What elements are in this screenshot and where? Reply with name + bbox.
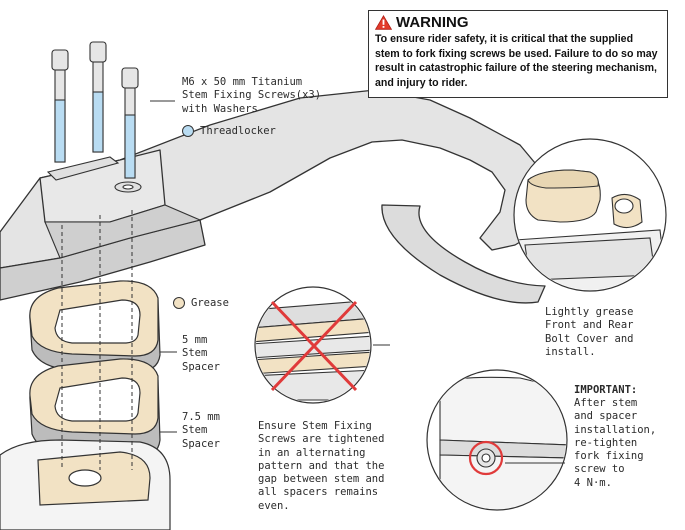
warning-title: WARNING [396,14,469,31]
bolt-cover-detail [513,138,667,292]
grease-cover-note: Lightly grease Front and Rear Bolt Cover… [545,306,634,358]
important-title: IMPORTANT: [574,384,638,396]
fork-crown [0,439,171,530]
handlebar-stem [0,89,553,304]
retighten-detail [426,369,568,511]
grease-swatch [173,297,185,309]
threadlocker-legend: Threadlocker [182,125,276,137]
screws-label: M6 x 50 mm Titanium Stem Fixing Screws(x… [182,76,322,115]
warning-box: WARNING To ensure rider safety, it is cr… [368,10,668,98]
warning-text: To ensure rider safety, it is critical t… [375,33,658,89]
spacer-5mm [29,280,161,373]
tighten-note: Ensure Stem Fixing Screws are tightened … [258,420,385,512]
important-note: After stem and spacer installation, re-t… [574,397,657,489]
grease-label: Grease [191,297,229,309]
fixing-screws [51,41,139,179]
warning-triangle-icon [375,15,392,30]
washers [46,156,142,193]
grease-legend: Grease [173,297,229,309]
threadlocker-label: Threadlocker [200,125,276,137]
threadlocker-swatch [182,125,194,137]
uneven-gap-detail [254,286,372,404]
spacer-5mm-label: 5 mm Stem Spacer [182,334,220,373]
spacer-75mm-label: 7.5 mm Stem Spacer [182,411,220,450]
